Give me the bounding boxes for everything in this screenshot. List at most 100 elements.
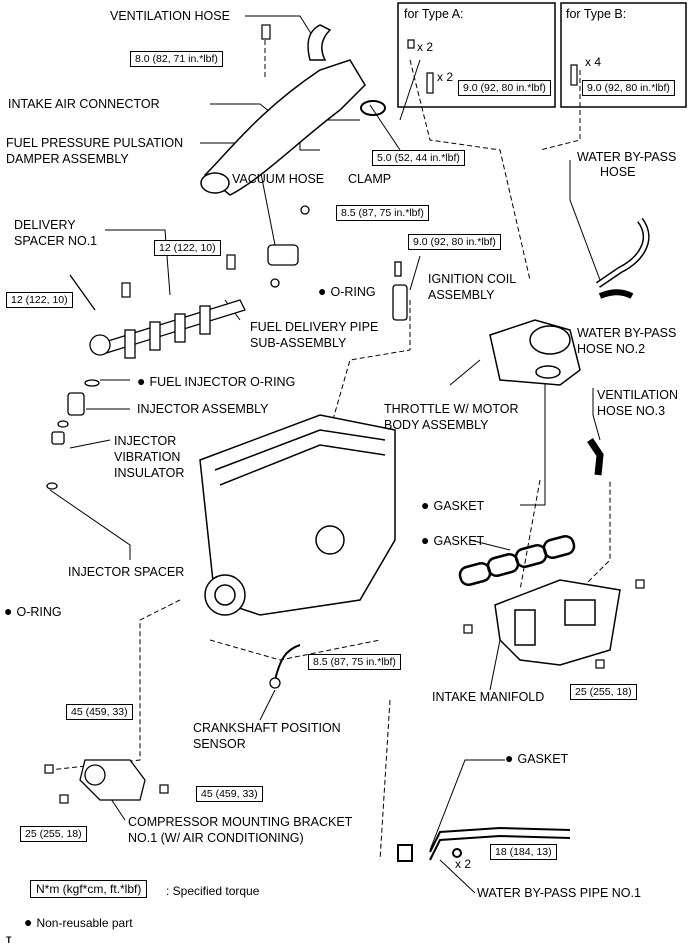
- corner-mark: T: [6, 935, 12, 945]
- torque-type-b: 9.0 (92, 80 in.*lbf): [582, 80, 675, 96]
- label-delivery-spacer-1: DELIVERY: [14, 218, 76, 232]
- clamp-drawing: [360, 100, 386, 116]
- type-b-mult: x 4: [585, 55, 602, 69]
- leader-delivery-spacer: [105, 229, 171, 296]
- label-crankshaft-2: SENSOR: [193, 737, 246, 751]
- manifold-gasket-drawing: [458, 534, 576, 587]
- torque-bracket-left: 25 (255, 18): [20, 826, 87, 842]
- label-intake-manifold: INTAKE MANIFOLD: [432, 690, 545, 704]
- torque-manifold: 25 (255, 18): [570, 684, 637, 700]
- legend-non-reusable: Non-reusable part: [24, 915, 132, 931]
- label-injector-vibration-1: INJECTOR: [114, 434, 177, 448]
- type-a-title: for Type A:: [404, 7, 464, 21]
- dash-type-a: [409, 59, 531, 281]
- label-water-bypass-hose-1: WATER BY-PASS: [577, 150, 677, 164]
- leader-insulator: [69, 439, 111, 449]
- label-intake-air-connector: INTAKE AIR CONNECTOR: [8, 97, 160, 111]
- leader-bypass-hose: [569, 160, 601, 281]
- ignition-coil-drawing: [392, 261, 408, 321]
- throttle-body-drawing: [489, 319, 581, 386]
- label-ventilation-hose: VENTILATION HOSE: [110, 9, 230, 23]
- label-o-ring-top: O-RING: [318, 284, 375, 300]
- legend-torque-desc: : Specified torque: [166, 884, 260, 898]
- label-vacuum-hose: VACUUM HOSE: [232, 172, 325, 186]
- leader-bypass-pipe: [439, 859, 476, 894]
- compressor-bracket-drawing: [79, 759, 146, 801]
- intake-air-connector-drawing: [200, 24, 366, 196]
- label-fuel-injector-o-ring: FUEL INJECTOR O-RING: [137, 374, 295, 390]
- leader-throttle: [449, 359, 481, 386]
- injector-parts-drawing: [46, 379, 100, 490]
- fuel-delivery-pipe-drawing: [69, 274, 246, 359]
- torque-bracket-right: 45 (459, 33): [196, 786, 263, 802]
- water-bypass-pipe-drawing: [397, 826, 571, 862]
- leader-gasket1: [520, 380, 546, 506]
- label-gasket-2: GASKET: [421, 533, 484, 549]
- torque-damper: 8.5 (87, 75 in.*lbf): [336, 205, 429, 221]
- leader-crankshaft: [259, 689, 276, 721]
- label-o-ring-bottom: O-RING: [4, 604, 61, 620]
- engine-block-drawing: [199, 414, 396, 616]
- label-damper-2: DAMPER ASSEMBLY: [6, 152, 129, 166]
- label-delivery-spacer-2: SPACER NO.1: [14, 234, 98, 248]
- label-water-bypass-hose2-2: HOSE NO.2: [577, 342, 646, 356]
- label-fuel-delivery-pipe-2: SUB-ASSEMBLY: [250, 336, 347, 350]
- label-crankshaft-1: CRANKSHAFT POSITION: [193, 721, 341, 735]
- label-ignition-coil-1: IGNITION COIL: [428, 272, 517, 286]
- dash-coil: [329, 300, 411, 431]
- damper-drawing: [267, 205, 310, 288]
- torque-spacer-left: 12 (122, 10): [6, 292, 73, 308]
- label-injector-assembly: INJECTOR ASSEMBLY: [137, 402, 269, 416]
- label-water-bypass-pipe: WATER BY-PASS PIPE NO.1: [477, 886, 641, 900]
- label-gasket-1: GASKET: [421, 498, 484, 514]
- type-b-frame: [560, 2, 687, 108]
- leader-ignition-coil: [409, 255, 421, 291]
- dash-manifold: [559, 480, 611, 611]
- torque-spacer-upper: 12 (122, 10): [154, 240, 221, 256]
- label-water-bypass-hose-2: HOSE: [600, 165, 636, 179]
- torque-ignition: 9.0 (92, 80 in.*lbf): [408, 234, 501, 250]
- label-vent-hose3-2: HOSE NO.3: [597, 404, 666, 418]
- bypass-pipe-mult: x 2: [455, 857, 472, 871]
- crank-sensor-drawing: [274, 644, 301, 681]
- torque-crank-sensor: 8.5 (87, 75 in.*lbf): [308, 654, 401, 670]
- leader-ventilation-hose: [245, 15, 316, 41]
- torque-clamp: 5.0 (52, 44 in.*lbf): [372, 150, 465, 166]
- leader-manifold: [489, 639, 501, 691]
- leader-clamp: [369, 104, 401, 151]
- type-a-frame: [397, 2, 556, 108]
- torque-bypass-pipe: 18 (184, 13): [490, 844, 557, 860]
- leader-vent-hose3: [592, 388, 601, 441]
- intake-manifold-drawing: [494, 579, 621, 666]
- label-injector-vibration-3: INSULATOR: [114, 466, 185, 480]
- dash-type-b: [539, 70, 581, 151]
- label-compressor-bracket-1: COMPRESSOR MOUNTING BRACKET: [128, 815, 353, 829]
- label-gasket-3: GASKET: [505, 751, 568, 767]
- label-water-bypass-hose2-1: WATER BY-PASS: [577, 326, 677, 340]
- label-ignition-coil-2: ASSEMBLY: [428, 288, 495, 302]
- type-b-title: for Type B:: [566, 7, 627, 21]
- torque-bracket-top: 45 (459, 33): [66, 704, 133, 720]
- bolt-marks: [44, 24, 645, 804]
- vent-hose3-drawing: [587, 438, 604, 476]
- throttle-gasket-drawing: [535, 365, 561, 379]
- legend-torque-format: N*m (kgf*cm, ft.*lbf): [30, 880, 148, 898]
- label-throttle-2: BODY ASSEMBLY: [384, 418, 489, 432]
- label-injector-vibration-2: VIBRATION: [114, 450, 181, 464]
- leader-injector-spacer: [49, 489, 131, 560]
- dash-throttle: [519, 479, 541, 591]
- torque-type-a: 9.0 (92, 80 in.*lbf): [458, 80, 551, 96]
- label-damper-1: FUEL PRESSURE PULSATION: [6, 136, 184, 150]
- label-injector-spacer: INJECTOR SPACER: [68, 565, 185, 579]
- dash-crank: [209, 639, 381, 661]
- water-bypass-hose2-drawing: [598, 289, 634, 299]
- label-clamp: CLAMP: [348, 172, 392, 186]
- leader-gasket3: [429, 759, 505, 851]
- label-compressor-bracket-2: NO.1 (W/ AIR CONDITIONING): [128, 831, 304, 845]
- dash-bracket: [49, 599, 181, 771]
- torque-vent-hose: 8.0 (82, 71 in.*lbf): [130, 51, 223, 67]
- type-a-mult-bottom: x 2: [437, 70, 454, 84]
- dash-pipe: [379, 699, 391, 861]
- type-a-mult-top: x 2: [417, 40, 434, 54]
